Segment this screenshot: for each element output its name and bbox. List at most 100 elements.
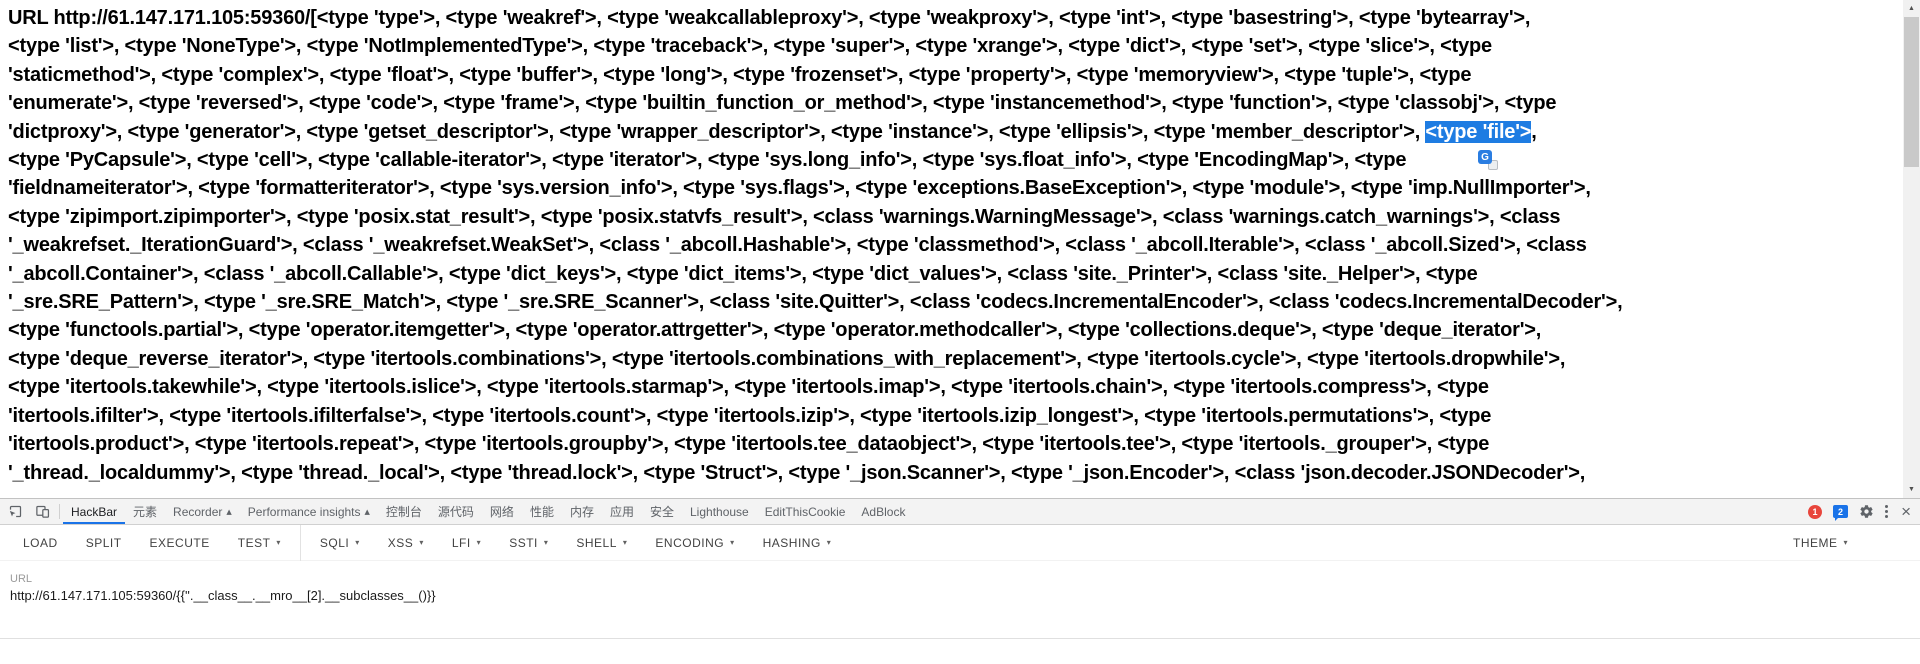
button-label: SPLIT <box>85 535 122 550</box>
devtools-tab-内存[interactable]: 内存 <box>562 499 602 524</box>
button-label: SQLI <box>319 535 350 550</box>
page-text-line: 'dictproxy'>, <type 'generator'>, <type … <box>8 120 1537 143</box>
issues-badge[interactable]: 2 <box>1833 505 1849 521</box>
button-label: LOAD <box>23 535 58 550</box>
chevron-down-icon: ▾ <box>355 538 360 547</box>
sqli-button[interactable]: SQLI ▾ <box>306 525 374 560</box>
tab-label: Lighthouse <box>690 504 749 519</box>
tab-label: 控制台 <box>385 505 422 519</box>
button-label: HASHING <box>762 535 821 550</box>
tab-label: 安全 <box>649 505 674 519</box>
devtools-tab-editthiscookie[interactable]: EditThisCookie <box>757 499 854 524</box>
button-label: TEST <box>237 535 271 550</box>
chevron-down-icon: ▾ <box>730 538 735 547</box>
shell-button[interactable]: SHELL▾ <box>562 525 641 560</box>
toolbar-divider <box>59 504 60 519</box>
button-label: EXECUTE <box>149 535 210 550</box>
test-button[interactable]: TEST ▾ <box>224 525 295 560</box>
page-text-line: '_sre.SRE_Pattern'>, <type '_sre.SRE_Mat… <box>8 291 1623 314</box>
devtools-tab-性能[interactable]: 性能 <box>522 499 562 524</box>
url-field-label: URL <box>10 573 33 585</box>
theme-button-label: THEME <box>1792 535 1838 550</box>
vertical-scrollbar[interactable]: ▲ ▼ <box>1903 0 1920 498</box>
scrollbar-thumb[interactable] <box>1904 17 1919 167</box>
button-label: ENCODING <box>655 535 725 550</box>
button-label: LFI <box>451 535 471 550</box>
devtools-tab-recorder[interactable]: Recorder▲ <box>165 499 240 524</box>
theme-button[interactable]: THEME ▾ <box>1779 525 1862 560</box>
page-text-line: <type 'PyCapsule'>, <type 'cell'>, <type… <box>8 149 1407 172</box>
more-options-kebab-icon[interactable] <box>1885 505 1889 518</box>
page-text-line: '_abcoll.Container'>, <class '_abcoll.Ca… <box>8 262 1478 285</box>
inspect-element-icon[interactable] <box>2 499 29 524</box>
device-toolbar-icon[interactable] <box>29 499 56 524</box>
tab-label: 性能 <box>529 505 554 519</box>
chevron-down-icon: ▾ <box>826 538 832 547</box>
close-devtools-icon[interactable]: × <box>1901 502 1911 521</box>
scroll-down-arrow-icon[interactable]: ▼ <box>1908 486 1915 493</box>
tab-label: AdBlock <box>861 504 906 519</box>
translate-selection-icon[interactable]: G <box>1478 150 1498 170</box>
devtools-tab-lighthouse[interactable]: Lighthouse <box>682 499 757 524</box>
settings-gear-icon[interactable] <box>1859 504 1874 519</box>
ssti-button[interactable]: SSTI ▾ <box>495 525 562 560</box>
page-text-line: 'itertools.product'>, <type 'itertools.r… <box>8 433 1490 456</box>
translate-icon-front: G <box>1478 150 1492 164</box>
split-button[interactable]: SPLIT <box>72 525 136 560</box>
button-label: SHELL <box>576 535 617 550</box>
selected-text: <type 'file'> <box>1425 120 1532 143</box>
menu-divider <box>299 524 301 561</box>
hashing-button[interactable]: HASHING ▾ <box>749 525 846 560</box>
devtools-tab-控制台[interactable]: 控制台 <box>378 499 430 524</box>
section-divider <box>0 638 1920 639</box>
encoding-button[interactable]: ENCODING ▾ <box>641 525 748 560</box>
xss-button[interactable]: XSS ▾ <box>374 525 438 560</box>
devtools-tab-元素[interactable]: 元素 <box>125 499 165 524</box>
devtools-tab-adblock[interactable]: AdBlock <box>853 499 913 524</box>
page-text-line: 'staticmethod'>, <type 'complex'>, <type… <box>8 63 1472 86</box>
page-text-line: 'itertools.ifilter'>, <type 'itertools.i… <box>8 404 1492 427</box>
page-text-line: <type 'zipimport.zipimporter'>, <type 'p… <box>8 205 1561 228</box>
scroll-up-arrow-icon[interactable]: ▲ <box>1908 5 1915 12</box>
devtools-tab-网络[interactable]: 网络 <box>482 499 522 524</box>
chevron-down-icon: ▾ <box>419 538 424 547</box>
page-text-line: <type 'functools.partial'>, <type 'opera… <box>8 319 1542 342</box>
page-text-line: <type 'itertools.takewhile'>, <type 'ite… <box>8 376 1489 399</box>
preview-feature-icon: ▲ <box>364 507 370 516</box>
tab-label: Performance insights <box>247 504 361 519</box>
button-label: XSS <box>387 535 414 550</box>
page-text-line: URL http://61.147.171.105:59360/[<type '… <box>8 7 1531 29</box>
devtools-tab-源代码[interactable]: 源代码 <box>430 499 482 524</box>
chevron-down-icon: ▾ <box>1843 538 1848 547</box>
hackbar-url-section: URL http://61.147.171.105:59360/{{''.__c… <box>0 561 1920 603</box>
preview-feature-icon: ▲ <box>226 507 232 516</box>
browser-viewport[interactable]: URL http://61.147.171.105:59360/[<type '… <box>0 0 1903 498</box>
execute-button[interactable]: EXECUTE <box>136 525 224 560</box>
page-text-line: <type 'deque_reverse_iterator'>, <type '… <box>8 347 1566 370</box>
translate-icon-back <box>1488 160 1498 170</box>
chevron-down-icon: ▾ <box>543 538 549 547</box>
tab-label: 源代码 <box>437 505 474 519</box>
console-error-badge[interactable]: 1 <box>1808 504 1823 519</box>
tab-label: 元素 <box>133 505 158 519</box>
button-label: SSTI <box>509 535 538 550</box>
tab-label: 应用 <box>609 505 634 519</box>
devtools-tab-安全[interactable]: 安全 <box>642 499 682 524</box>
tab-label: 内存 <box>569 505 594 519</box>
chevron-down-icon: ▾ <box>276 538 281 547</box>
devtools-tab-performance-insights[interactable]: Performance insights▲ <box>240 499 378 524</box>
url-field-value[interactable]: http://61.147.171.105:59360/{{''.__class… <box>10 588 436 603</box>
page-text-line: '_weakrefset._IterationGuard'>, <class '… <box>8 234 1587 257</box>
chevron-down-icon: ▾ <box>476 538 482 547</box>
lfi-button[interactable]: LFI ▾ <box>438 525 495 560</box>
page-text: URL http://61.147.171.105:59360/[<type '… <box>8 7 1623 484</box>
load-button[interactable]: LOAD <box>9 525 72 560</box>
devtools-tab-应用[interactable]: 应用 <box>602 499 642 524</box>
devtools-tab-hackbar[interactable]: HackBar <box>63 499 125 524</box>
page-text-line: 'enumerate'>, <type 'reversed'>, <type '… <box>8 92 1557 115</box>
